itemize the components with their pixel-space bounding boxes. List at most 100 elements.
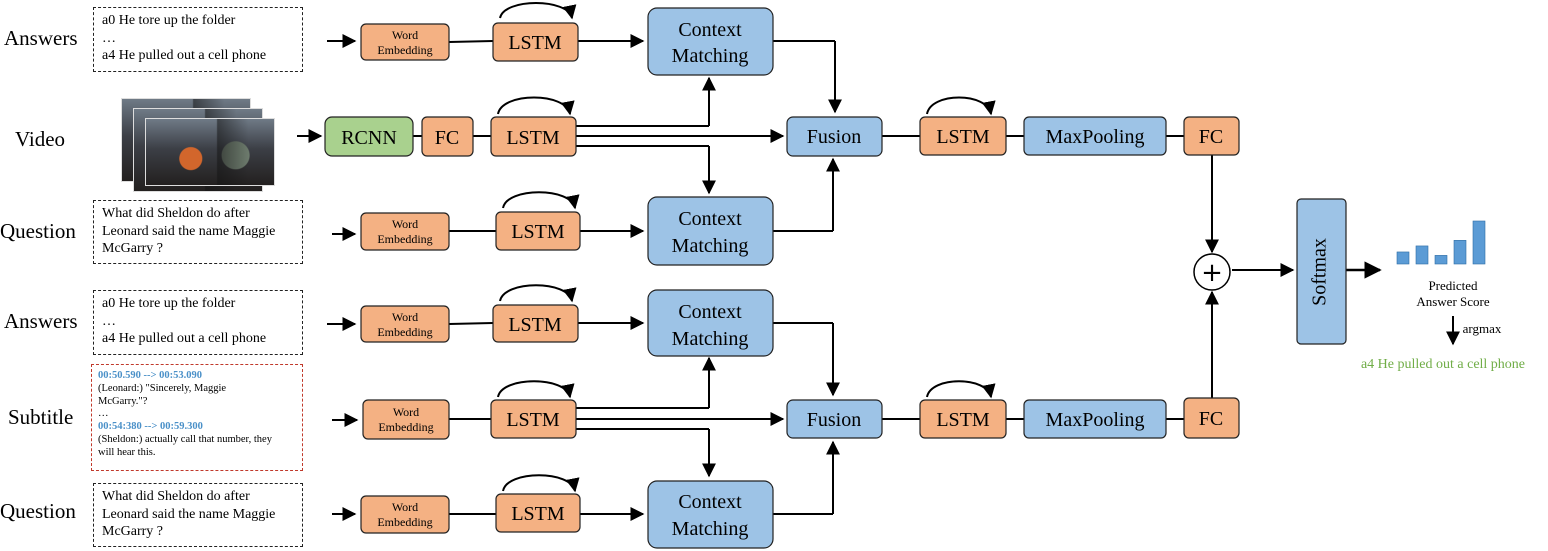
answers-label-bottom: Answers [4,309,78,333]
answer-line: … [102,30,116,46]
word-embedding-label: Word [392,310,418,324]
answers-box-bottom: a0 He tore up the folder … a4 He pulled … [93,290,303,355]
lstm-block [492,304,579,343]
fusion-block [786,116,883,157]
fc-block [1183,116,1240,156]
fc-block [421,116,474,157]
fc-label: FC [435,127,459,149]
word-embedding-label: Word [392,500,418,514]
question-line: Leonard said the name Maggie [102,506,276,522]
answer-line: a0 He tore up the folder [102,13,236,28]
lstm-label: LSTM [511,221,565,243]
word-embedding-block [362,399,450,440]
predicted-label: Predicted [1428,278,1478,293]
lstm-label: LSTM [508,314,562,336]
question-line: What did Sheldon do after [102,489,250,504]
lstm-block [492,22,579,62]
context-label: Context [678,301,742,323]
question-label-bottom: Question [0,499,76,523]
question-box-bottom: What did Sheldon do after Leonard said t… [93,483,303,547]
word-embedding-label: Word [393,405,419,419]
fc-label: FC [1199,408,1223,430]
question-line: McGarry ? [102,241,164,256]
word-embedding-label: Embedding [377,43,432,57]
subtitle-timestamp: 00:54:380 --> 00:59.300 [98,421,203,433]
context-label: Context [678,491,742,513]
lstm-label: LSTM [506,127,560,149]
answer-score-label: Answer Score [1416,294,1490,309]
maxpooling-block [1023,399,1167,439]
context-matching-block [647,7,774,76]
question-box-top: What did Sheldon do after Leonard said t… [93,200,303,264]
score-bar [1396,251,1410,265]
softmax-label: Softmax [1309,238,1331,306]
lstm-block [495,493,581,533]
question-label-top: Question [0,219,76,243]
lstm-label: LSTM [511,503,565,525]
fusion-label: Fusion [807,126,861,148]
answer-line: a0 He tore up the folder [102,296,236,311]
word-embedding-label: Embedding [377,325,432,339]
subtitle-line: will hear this. [98,446,156,458]
subtitle-line: (Leonard:) "Sincerely, Maggie [98,382,227,394]
blocks [324,7,1347,549]
plus-sign: + [1201,258,1223,288]
word-embedding-block [360,495,450,534]
subtitle-line: (Sheldon:) actually call that number, th… [98,433,272,445]
word-embedding-label: Word [392,217,418,231]
answer-line: a4 He pulled out a cell phone [102,331,267,346]
matching-label: Matching [672,235,749,257]
argmax-label: argmax [1463,321,1502,336]
matching-label: Matching [672,45,749,67]
rcnn-label: RCNN [341,127,397,149]
question-line: McGarry ? [102,524,164,539]
matching-label: Matching [672,328,749,350]
lstm-block [495,211,581,251]
subtitle-line: McGarry."? [98,395,148,407]
answer-line: … [102,313,116,329]
predicted-score-bars [1396,220,1486,265]
lstm-label: LSTM [936,409,990,431]
fusion-label: Fusion [807,409,861,431]
fc-block [1183,397,1240,439]
question-line: Leonard said the name Maggie [102,223,276,239]
word-embedding-label: Word [392,28,418,42]
result-answer: a4 He pulled out a cell phone [1361,357,1525,372]
answer-line: a4 He pulled out a cell phone [102,48,267,63]
maxpooling-block [1023,116,1167,156]
word-embedding-block [360,212,450,251]
word-embedding-block [360,23,450,61]
subtitle-box: 00:50.590 --> 00:53.090 (Leonard:) "Sinc… [91,364,303,471]
score-bar [1415,245,1429,265]
context-matching-block [647,480,774,549]
lstm-block [919,399,1007,439]
subtitle-label: Subtitle [8,405,74,429]
lstm-label: LSTM [936,126,990,148]
score-bar [1453,240,1467,265]
lstm-block [490,399,577,439]
score-bar [1472,220,1486,265]
connection-arrows [297,2,1460,521]
rcnn-block [324,116,414,157]
word-embedding-label: Embedding [377,515,432,529]
subtitle-timestamp: 00:50.590 --> 00:53.090 [98,370,202,381]
answers-box-top: a0 He tore up the folder … a4 He pulled … [93,7,303,72]
word-embedding-label: Embedding [378,420,433,434]
context-matching-block [647,289,774,357]
maxpooling-label: MaxPooling [1046,126,1145,148]
context-matching-block [647,196,774,266]
softmax-block [1296,198,1347,345]
answers-label-top: Answers [4,26,78,50]
score-bar [1434,255,1448,265]
context-label: Context [678,208,742,230]
video-frame-image [145,118,275,186]
maxpooling-label: MaxPooling [1046,409,1145,431]
matching-label: Matching [672,518,749,540]
plus-icon [1193,253,1231,291]
context-label: Context [678,19,742,41]
word-embedding-label: Embedding [377,232,432,246]
lstm-block [490,116,577,157]
lstm-label: LSTM [508,32,562,54]
word-embedding-block [360,305,450,343]
